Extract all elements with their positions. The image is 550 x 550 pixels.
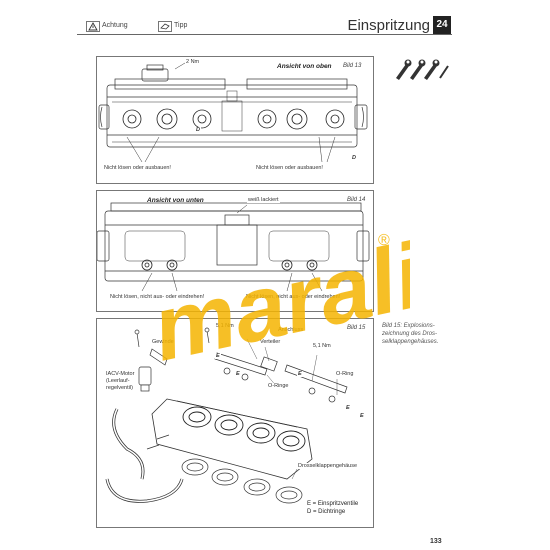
o-ring-callout: O-Ring xyxy=(335,371,355,377)
note-right: Nicht lösen, nicht aus- oder eindrehen! xyxy=(245,294,342,300)
note-do-not-loosen: Nicht lösen oder ausbauen! xyxy=(103,165,172,171)
wrench-icon xyxy=(396,59,449,80)
o-rings-callout: O-Ringe xyxy=(267,383,290,389)
exploded-view-drawing xyxy=(105,327,348,504)
painted-white-callout: weiß lackiert xyxy=(247,197,280,203)
caption-line-2: zeichnung des Dros- xyxy=(382,331,438,337)
note-do-not-loosen-right: Nicht lösen oder ausbauen! xyxy=(255,165,324,171)
torque-callout-upper: 5,1 Nm xyxy=(215,323,235,329)
marker-e-5: E xyxy=(359,413,365,419)
marker-e-3: E xyxy=(297,371,303,377)
tip-label: Tipp xyxy=(174,22,188,29)
marker-d-left: D xyxy=(195,127,201,133)
throttle-body-bottom-drawing xyxy=(97,202,370,292)
figure-15-label: Bild 15 xyxy=(347,325,366,331)
watermark-text: marali xyxy=(150,225,410,365)
iacv-line3: regelventil) xyxy=(105,385,134,391)
iacv-line2: (Leerlauf- xyxy=(105,378,131,384)
figure-15: Bild 15 5,1 Nm 5,1 Nm Anschluss Verteile… xyxy=(96,318,374,528)
iacv-line1: IACV-Motor xyxy=(105,371,136,377)
thread-callout: Gewinde xyxy=(151,339,175,345)
legend-e: E = Einspritzventile xyxy=(307,501,359,507)
view-label-bottom: Ansicht von unten xyxy=(147,197,204,204)
chapter-number: 24 xyxy=(433,16,451,34)
note-left: Nicht lösen, nicht aus- oder eindrehen! xyxy=(109,294,206,300)
figure-14-label: Bild 14 xyxy=(347,197,366,203)
figure-13-label: Bild 13 xyxy=(343,63,362,69)
housing-callout: Drosselklappengehäuse xyxy=(297,463,359,469)
torque-callout-right: 5,1 Nm xyxy=(312,343,332,349)
watermark-logo: marali ® xyxy=(150,225,410,365)
legend-d: D = Dichtringe xyxy=(307,509,346,515)
torque-callout-2nm: 2 Nm xyxy=(185,59,201,65)
marker-d-right: D xyxy=(351,155,357,161)
marker-e-1: E xyxy=(215,353,221,359)
marker-e-2: E xyxy=(235,371,241,377)
header-rule xyxy=(77,34,452,35)
warning-icon xyxy=(86,21,100,32)
marker-e-4: E xyxy=(345,405,351,411)
watermark-registered-mark: ® xyxy=(378,232,390,249)
throttle-body-top-drawing xyxy=(98,62,368,163)
view-label-top: Ansicht von oben xyxy=(277,63,332,70)
page-number: 133 xyxy=(430,538,442,545)
caption-line-3: selklappengehäuses. xyxy=(382,339,439,345)
tip-icon xyxy=(158,21,172,32)
figure-13: Ansicht von oben Bild 13 2 Nm Nicht löse… xyxy=(96,56,374,184)
distributor-callout: Verteiler xyxy=(259,339,282,345)
caption-line-1: Bild 15: Explosions- xyxy=(382,323,435,329)
figure-14: Ansicht von unten Bild 14 weiß lackiert … xyxy=(96,190,374,312)
section-title: Einspritzung xyxy=(347,17,430,34)
connector-callout: Anschluss xyxy=(277,327,305,333)
warning-label: Achtung xyxy=(102,22,128,29)
figure-15-caption: Bild 15: Explosions- zeichnung des Dros-… xyxy=(382,322,452,346)
